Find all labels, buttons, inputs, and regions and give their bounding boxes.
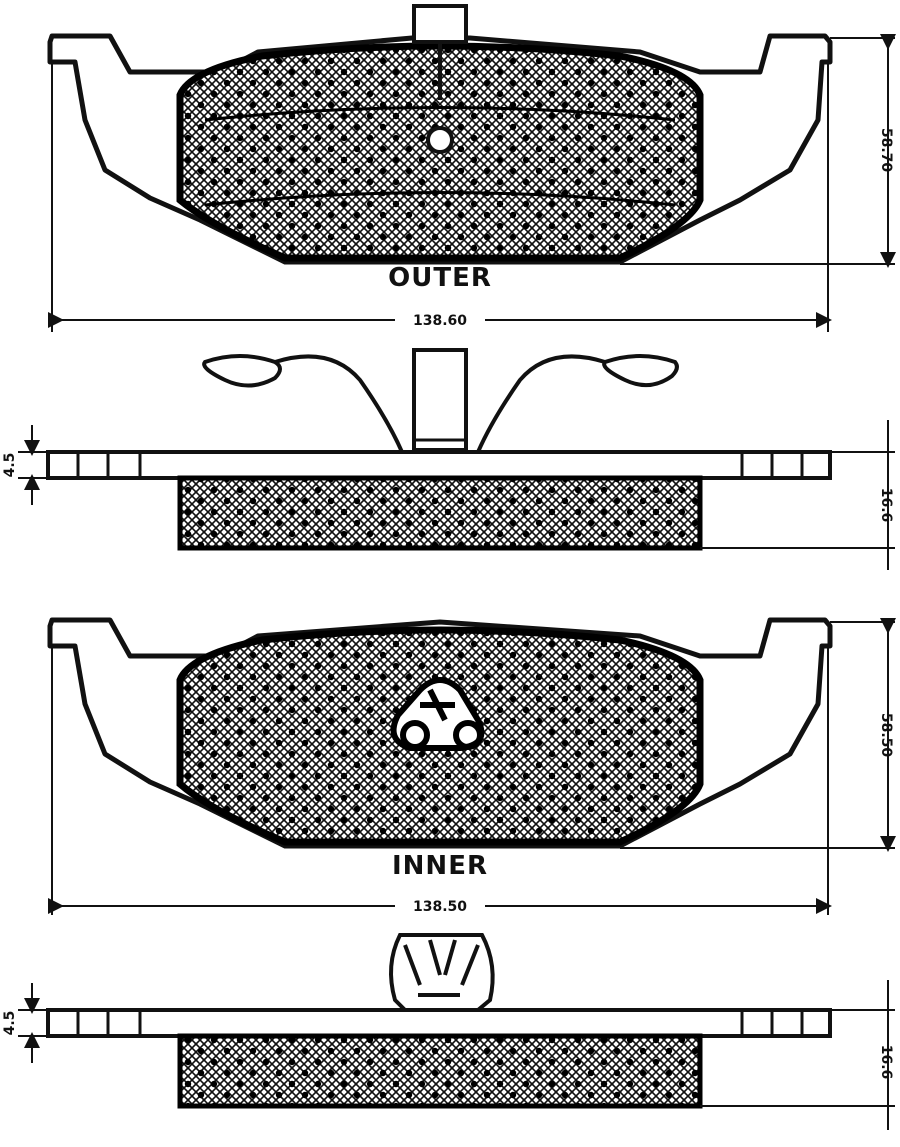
- inner-plate-thickness-dim: 4.5: [2, 1011, 18, 1036]
- outer-side-friction-texture: [180, 478, 700, 548]
- inner-logo-icon: [390, 677, 485, 751]
- inner-pad-side-view: 4.5 16.6: [2, 933, 895, 1130]
- inner-side-backing-plate: [46, 1008, 832, 1038]
- outer-spring-clip: [202, 354, 679, 453]
- outer-side-wear-indicator: [412, 348, 468, 452]
- outer-plate-thickness-dim: 4.5: [2, 453, 18, 478]
- inner-pad-front-view: INNER 138.50 58.50: [47, 617, 896, 915]
- inner-label: INNER: [392, 851, 488, 881]
- outer-height-dim: 58.70: [878, 128, 894, 173]
- outer-friction-grooves: [204, 106, 676, 207]
- outer-wear-indicator-tab: [412, 4, 468, 44]
- inner-retaining-clip: [389, 933, 495, 1012]
- inner-height-dim: 58.50: [878, 713, 894, 758]
- inner-side-friction-texture: [180, 1036, 700, 1106]
- inner-width-dim: 138.50: [413, 899, 467, 915]
- inner-side-plate-slots: [76, 1010, 804, 1036]
- outer-side-plate-slots: [76, 452, 804, 478]
- inner-total-thickness-dim: 16.6: [878, 1045, 894, 1080]
- outer-label: OUTER: [388, 263, 492, 293]
- outer-pad-front-view: OUTER 138.60 58.70: [47, 4, 896, 332]
- outer-total-thickness-dim: 16.6: [878, 488, 894, 523]
- outer-pad-side-view: 4.5 16.6: [2, 348, 895, 570]
- outer-side-backing-plate: [46, 450, 832, 480]
- outer-width-dim: 138.60: [413, 313, 467, 329]
- outer-center-mark-icon: [426, 126, 454, 154]
